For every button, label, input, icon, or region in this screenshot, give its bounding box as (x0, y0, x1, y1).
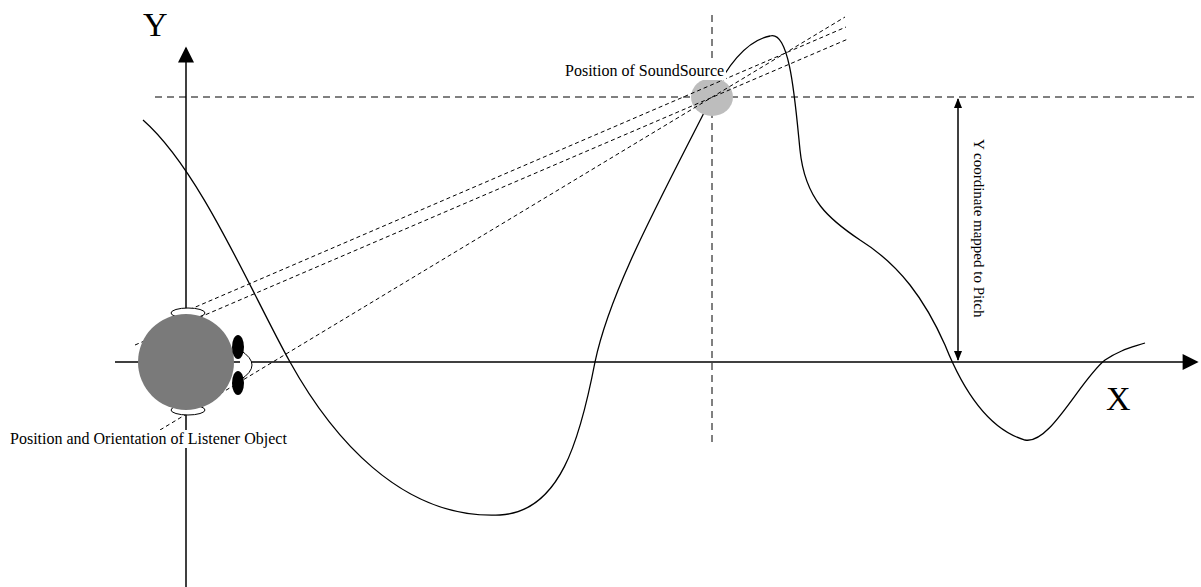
listener-label: Position and Orientation of Listener Obj… (8, 430, 289, 448)
dimension-arrow (957, 99, 959, 360)
source-label: Position of SoundSource (563, 62, 726, 80)
signal-curve (143, 36, 1145, 516)
sight-line (135, 39, 848, 345)
x-axis (115, 361, 1197, 363)
axis-label: X (1106, 380, 1131, 417)
sight-line (170, 27, 846, 318)
dimension-label: Y coordinate mapped to Pitch (970, 137, 987, 320)
dashed-guide (155, 97, 1195, 98)
listener-head (138, 308, 252, 415)
axis-label: Y (143, 6, 168, 43)
sight-line (160, 17, 845, 430)
